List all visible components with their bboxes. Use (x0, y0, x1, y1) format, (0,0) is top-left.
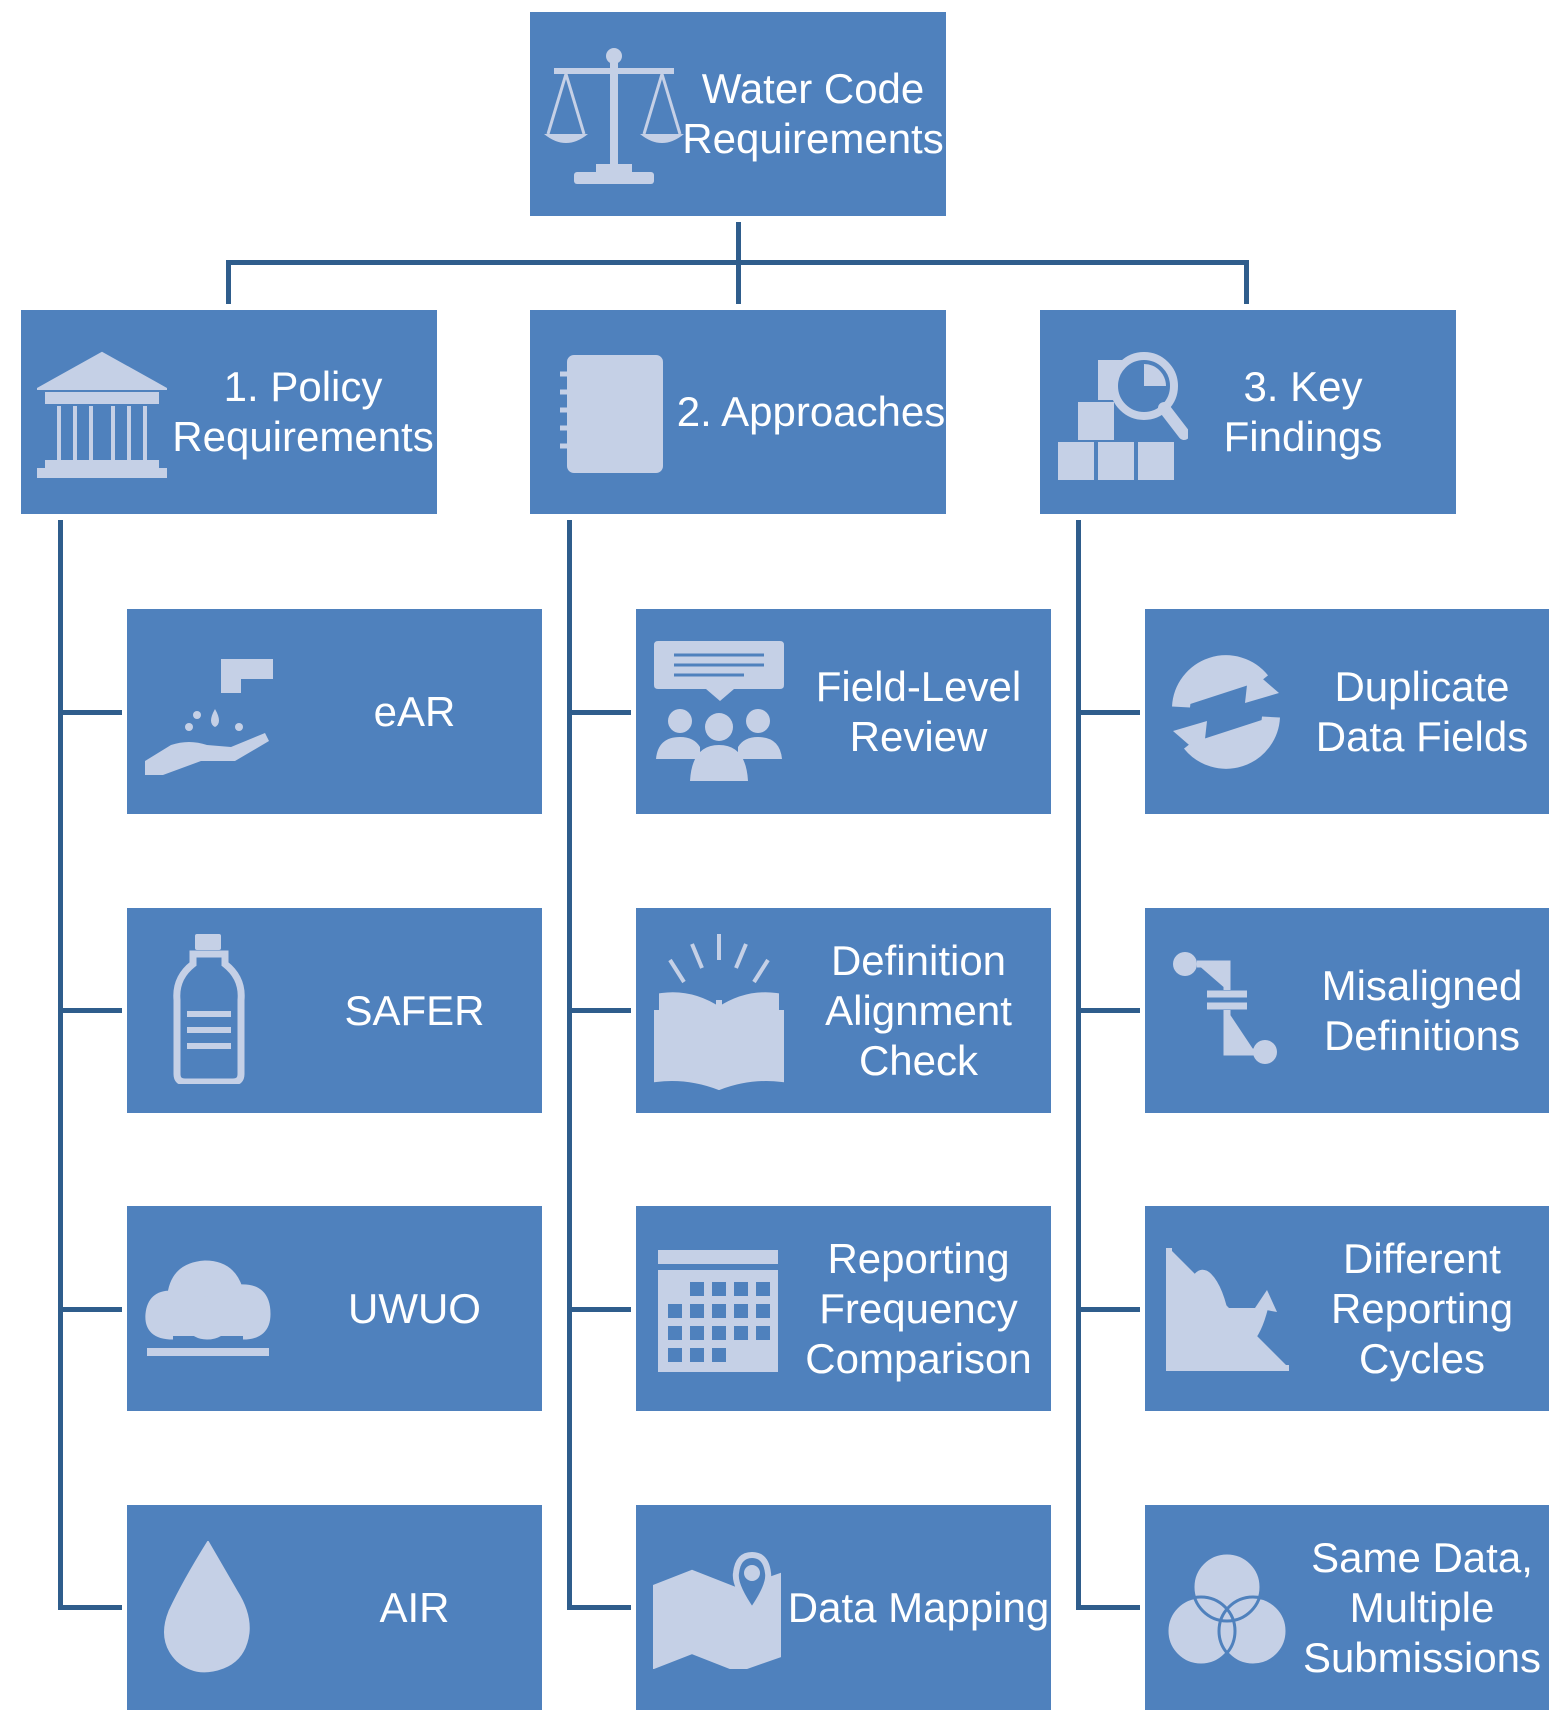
item-different-reporting-cycles: Different Reporting Cycles (1145, 1206, 1549, 1411)
venn-circles-icon (1165, 1551, 1289, 1669)
item-data-mapping: Data Mapping (636, 1505, 1051, 1710)
group-discussion-icon (654, 641, 784, 783)
item-field-level-review: Field-Level Review (636, 609, 1051, 814)
top-bus-line (226, 260, 1249, 265)
header-key-findings: 3. Key Findings (1040, 310, 1456, 514)
calendar-icon (658, 1250, 778, 1372)
column1-branch-2 (58, 1008, 122, 1013)
scales-icon (544, 42, 684, 188)
column3-drop (1244, 260, 1249, 304)
root-box: Water Code Requirements (530, 12, 946, 216)
item-safer: SAFER (127, 908, 542, 1113)
column3-branch-1 (1076, 710, 1140, 715)
item-ear-label: eAR (373, 687, 456, 735)
column2-branch-1 (567, 710, 631, 715)
item-ear: eAR (127, 609, 542, 814)
item-same-data-label: Same Data, Multiple Submissions (1302, 1533, 1542, 1681)
wave-chart-icon (1165, 1248, 1289, 1372)
item-duplicate-data-fields: Duplicate Data Fields (1145, 609, 1549, 814)
item-uwuo-label: UWUO (348, 1284, 481, 1332)
government-building-icon (37, 350, 167, 478)
column3-branch-3 (1076, 1307, 1140, 1312)
item-reporting-frequency-label: Reporting Frequency Comparison (805, 1234, 1032, 1382)
item-different-cycles-label: Different Reporting Cycles (1330, 1234, 1514, 1382)
column2-spine (567, 520, 572, 1609)
map-pin-icon (652, 1551, 782, 1669)
item-same-data-multiple-submissions: Same Data, Multiple Submissions (1145, 1505, 1549, 1710)
column1-branch-1 (58, 710, 122, 715)
column2-branch-4 (567, 1605, 631, 1610)
column2-branch-3 (567, 1307, 631, 1312)
inventory-search-icon (1058, 350, 1188, 482)
header-findings-label: 3. Key Findings (1223, 363, 1383, 460)
header-approaches: 2. Approaches (530, 310, 946, 514)
open-book-icon (652, 930, 786, 1090)
refresh-arrows-icon (1161, 647, 1291, 777)
item-misaligned-label: Misaligned Definitions (1321, 961, 1523, 1059)
item-definition-alignment-check: Definition Alignment Check (636, 908, 1051, 1113)
column3-branch-2 (1076, 1008, 1140, 1013)
column1-drop (226, 260, 231, 304)
item-duplicate-label: Duplicate Data Fields (1315, 662, 1529, 760)
item-safer-label: SAFER (344, 986, 485, 1034)
item-field-level-label: Field-Level Review (815, 662, 1022, 760)
column1-spine (58, 520, 63, 1609)
item-reporting-frequency-comparison: Reporting Frequency Comparison (636, 1206, 1051, 1411)
item-uwuo: UWUO (127, 1206, 542, 1411)
header-policy-requirements: 1. Policy Requirements (21, 310, 437, 514)
column1-branch-4 (58, 1605, 122, 1610)
root-label: Water Code Requirements (682, 65, 944, 162)
column1-branch-3 (58, 1307, 122, 1312)
header-policy-label: 1. Policy Requirements (172, 363, 434, 460)
item-definition-label: Definition Alignment Check (825, 936, 1012, 1084)
water-drop-icon (163, 1541, 253, 1673)
item-air-label: AIR (379, 1583, 450, 1631)
column3-spine (1076, 520, 1081, 1609)
water-bottle-icon (173, 934, 245, 1084)
cloud-sync-icon (143, 1256, 273, 1360)
item-data-mapping-label: Data Mapping (787, 1583, 1050, 1631)
strategy-board-icon (556, 352, 666, 476)
item-misaligned-definitions: Misaligned Definitions (1145, 908, 1549, 1113)
column3-branch-4 (1076, 1605, 1140, 1610)
column2-branch-2 (567, 1008, 631, 1013)
faucet-hand-icon (145, 649, 275, 779)
header-approaches-label: 2. Approaches (676, 388, 946, 435)
disconnected-path-icon (1171, 950, 1281, 1074)
item-air: AIR (127, 1505, 542, 1710)
